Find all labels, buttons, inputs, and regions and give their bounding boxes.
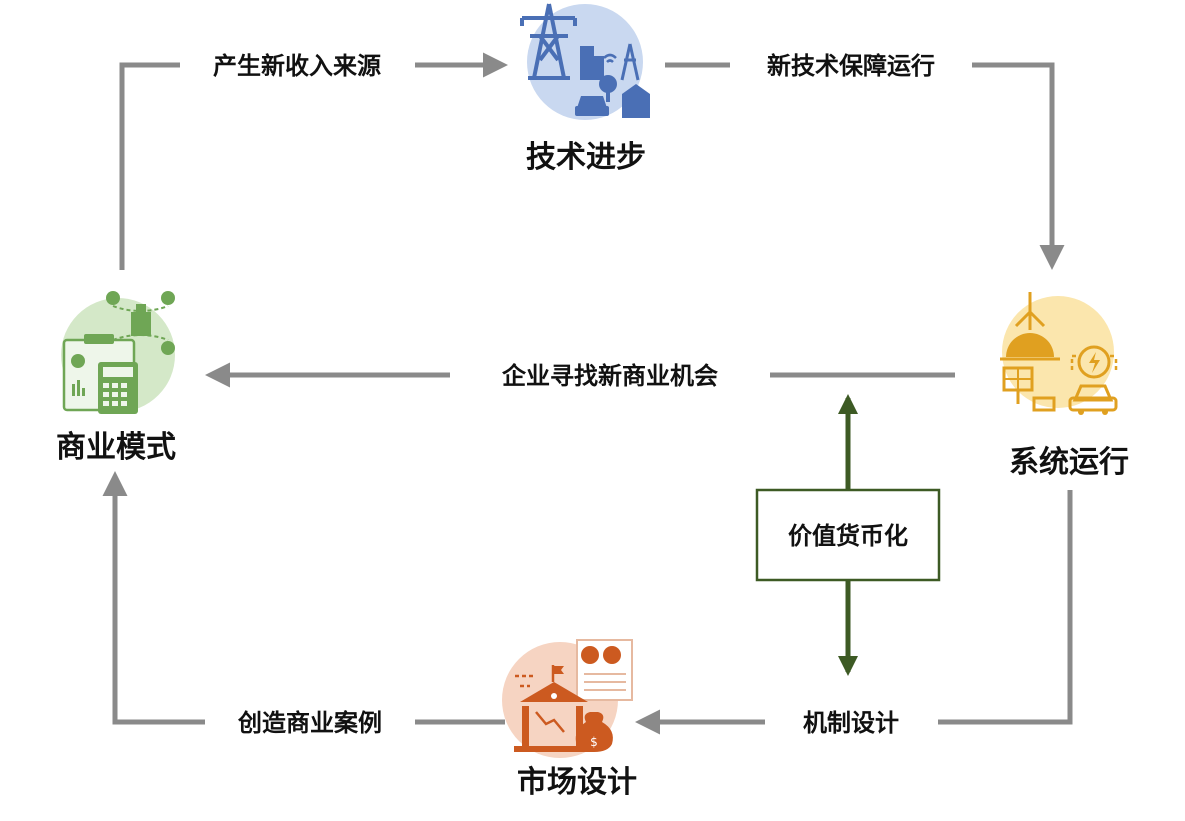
renewable-ev-icon [1000, 292, 1118, 415]
edge-label-market-to-business: 创造商业案例 [237, 709, 382, 737]
node-label-system-operation: 系统运行 [1009, 445, 1129, 480]
node-label-market-design: 市场设计 [517, 765, 637, 800]
business-network-icon [61, 291, 175, 414]
edge-label-system-to-market: 机制设计 [803, 709, 899, 737]
edge-business-to-tech-seg1 [119, 62, 180, 270]
power-grid-city-icon [520, 3, 650, 120]
svg-text:$: $ [590, 735, 598, 749]
connectors [102, 52, 1073, 735]
edge-system-to-market-seg1 [938, 490, 1073, 725]
node-market-design: $ 市场设计 [502, 639, 637, 800]
edge-label-business-to-tech: 产生新收入来源 [213, 52, 381, 80]
value-monetization-frame [755, 488, 941, 582]
edge-label-tech-to-system: 新技术保障运行 [767, 52, 935, 80]
node-label-tech-progress: 技术进步 [526, 140, 646, 175]
edge-market-to-business-seg2 [102, 471, 205, 725]
edge-tech-to-system-seg2 [972, 62, 1065, 270]
node-tech-progress: 技术进步 [520, 3, 650, 175]
node-business-model: 商业模式 [56, 291, 176, 465]
market-exchange-icon: $ [502, 639, 633, 758]
node-label-business-model: 商业模式 [56, 430, 176, 465]
node-system-operation: 系统运行 [1000, 292, 1129, 480]
value-monetization-box: 价值货币化 [755, 488, 941, 582]
value-monetization-label: 价值货币化 [788, 522, 908, 550]
edge-label-system-to-business: 企业寻找新商业机会 [502, 362, 718, 390]
